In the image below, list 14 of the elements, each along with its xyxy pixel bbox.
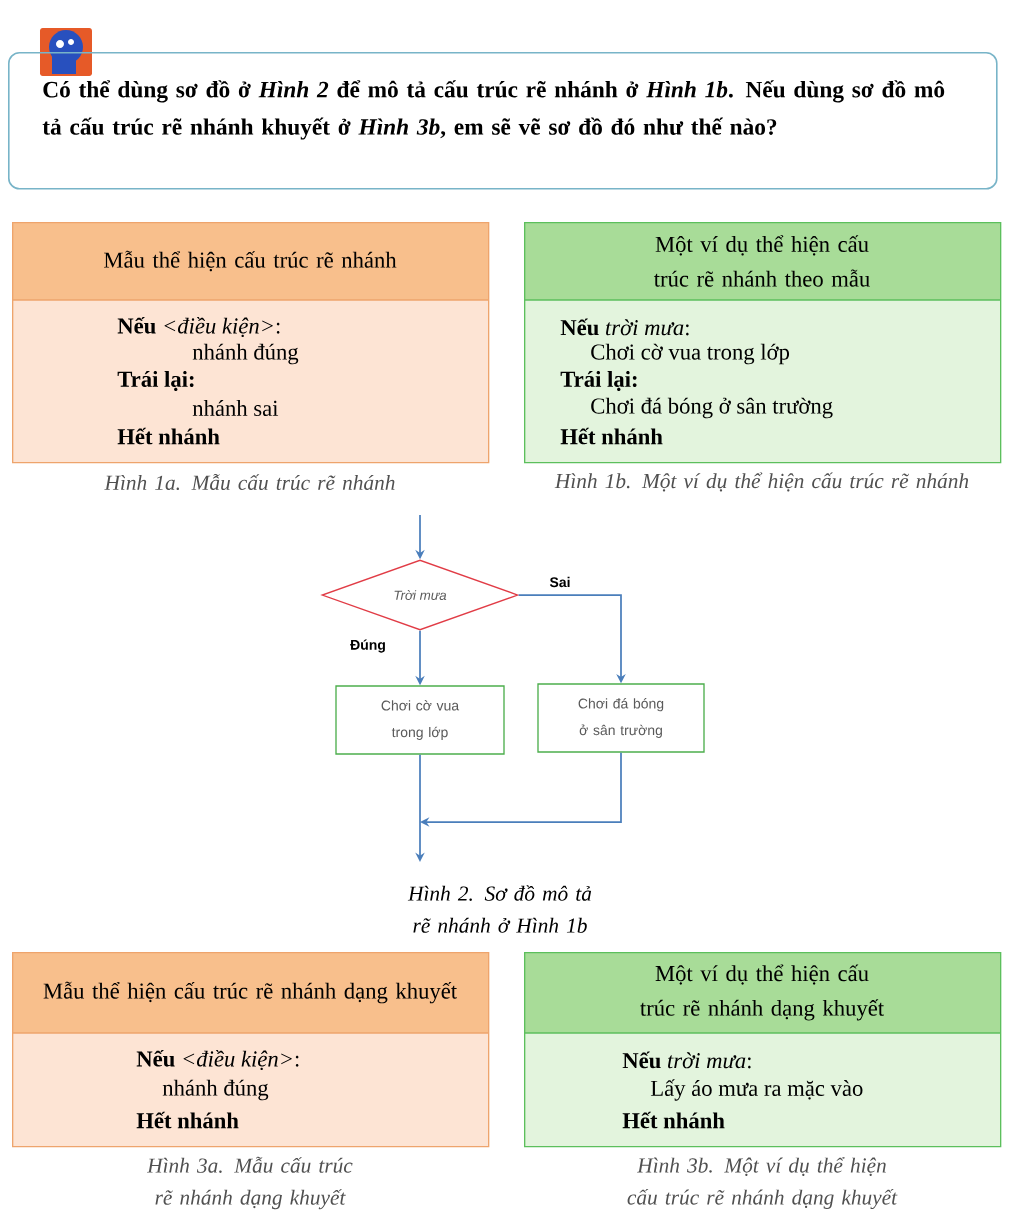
figure-caption: Hình 1a. Mẫu cấu trúc rẽ nhánh — [104, 473, 395, 491]
question-box: Có thể dùng sơ đồ ở Hình 2 để mô tả cấu trúc rẽ nhánh ở Hình 1b. Nếu dùng sơ đồ mô tả cấu trúc rẽ nhánh khuyết ở Hình 3b, em sẽ vẽ sơ đồ đó như thế nào? — [8, 52, 998, 190]
example-box: Một ví dụ thể hiện cấu trúc rẽ nhánh dạng khuyết Nếu trời mưa: Lấy áo mưa ra mặc vào Hết nhánh — [523, 952, 1002, 1148]
process-box: Chơi cờ vua trong lớp — [335, 685, 505, 755]
figure-caption: Hình 1b. Một ví dụ thể hiện cấu trúc rẽ nhánh — [554, 472, 969, 492]
example-box: Một ví dụ thể hiện cấu trúc rẽ nhánh theo mẫu Nếu trời mưa: Chơi cờ vua trong lớp Trái lại: Chơi đá bóng ở sân trường Hết nhánh — [523, 222, 1002, 464]
figure-caption: Hình 2. Sơ đồ mô tả rẽ nhánh ở Hình 1b — [407, 885, 592, 933]
template-box: Mẫu thể hiện cấu trúc rẽ nhánh dạng khuyết Nếu <điều kiện>: nhánh đúng Hết nhánh — [11, 952, 490, 1148]
edge-label: Đúng — [348, 638, 388, 654]
figure-caption: Hình 3a. Mẫu cấu trúc rẽ nhánh dạng khuyết — [146, 1156, 353, 1210]
template-box: Mẫu thể hiện cấu trúc rẽ nhánh Nếu <điều kiện>: nhánh đúng Trái lại: nhánh sai Hết nhánh — [11, 222, 490, 464]
process-box: Chơi đá bóng ở sân trường — [537, 683, 705, 753]
arrow — [420, 751, 622, 827]
figure-caption: Hình 3b. Một ví dụ thể hiện cấu trúc rẽ nhánh dạng khuyết — [627, 1157, 898, 1210]
